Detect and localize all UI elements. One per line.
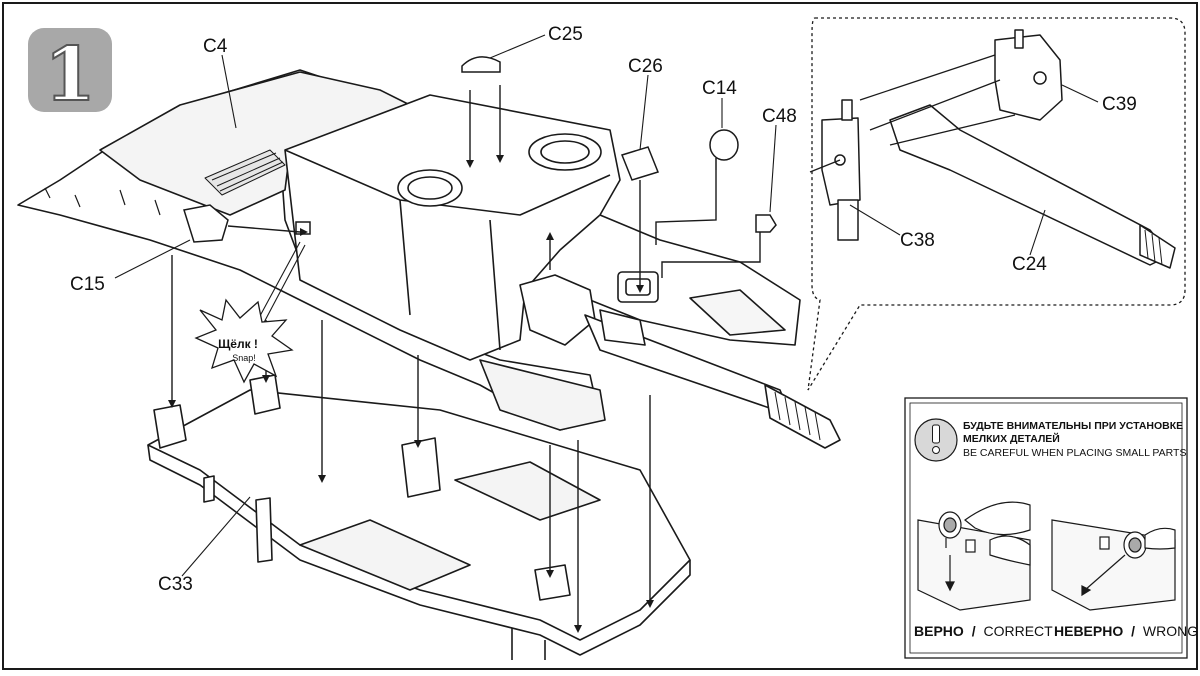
correct-caption: ВЕРНО / CORRECT [914,623,1053,639]
label-c24: C24 [1012,254,1047,275]
step-number: 1 [44,32,96,118]
label-c38: C38 [900,230,935,251]
label-c14: C14 [702,78,737,99]
label-c39: C39 [1102,94,1137,115]
label-c48: C48 [762,106,797,127]
part-c25-shape [461,56,501,73]
part-c26-shape [621,146,659,181]
part-c48-shape [755,214,777,233]
label-c33: C33 [158,574,193,595]
correct-label-en: CORRECT [983,623,1053,639]
part-c15-shape [183,204,229,243]
label-c15: C15 [70,274,105,295]
label-c4: C4 [203,36,228,57]
snap-burst: Щёлк ! Snap! [194,298,294,384]
exclamation-icon [914,418,958,462]
snap-label-en: Snap! [232,353,256,363]
correct-label-ru: ВЕРНО [914,623,964,639]
part-sketches [183,56,777,243]
label-c25: C25 [548,24,583,45]
wrong-label-ru: НЕВЕРНО [1054,623,1123,639]
caution-box: БУДЬТЕ ВНИМАТЕЛЬНЫ ПРИ УСТАНОВКЕ МЕЛКИХ … [904,397,1198,659]
lower-floor-plate [147,374,691,660]
caution-heading-line1: БУДЬТЕ ВНИМАТЕЛЬНЫ ПРИ УСТАНОВКЕ [963,420,1183,432]
wrong-separator: / [1131,623,1135,639]
snap-label-ru: Щёлк ! [218,337,258,351]
part-c14-shape [709,129,739,161]
detail-callout [807,17,1186,391]
part-labels: C4 C25 C26 C14 C48 C15 C33 C39 C38 C24 [70,24,1137,595]
wrong-caption: НЕВЕРНО / WRONG [1054,623,1198,639]
label-c26: C26 [628,56,663,77]
step-badge: 1 [28,28,112,119]
wrong-illustration [1051,519,1176,611]
wrong-label-en: WRONG [1143,623,1198,639]
correct-illustration [917,501,1031,611]
correct-separator: / [972,623,976,639]
caution-heading-line2: МЕЛКИХ ДЕТАЛЕЙ [963,432,1060,445]
label-leaders [114,34,777,577]
caution-heading-en: BE CAREFUL WHEN PLACING SMALL PARTS [963,447,1186,459]
part-c39-shape [994,34,1063,121]
upper-hull-drawing [17,69,841,449]
